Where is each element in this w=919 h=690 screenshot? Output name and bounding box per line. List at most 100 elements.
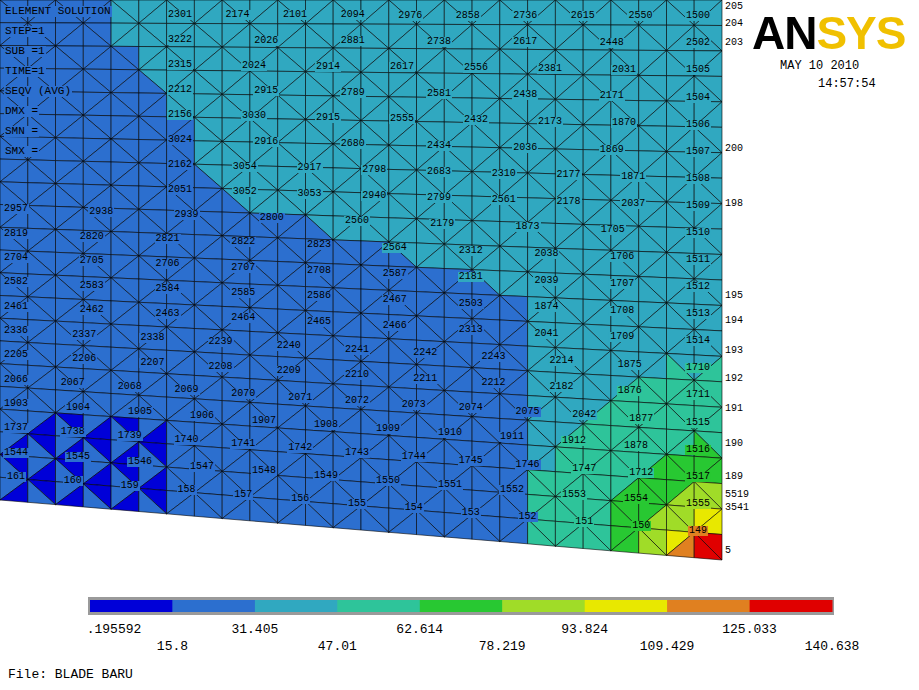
- mesh-element: [250, 0, 278, 24]
- mesh-element: [389, 48, 417, 73]
- mesh-element: [555, 25, 583, 50]
- mesh-element: [444, 342, 472, 368]
- mesh-element: [611, 50, 639, 75]
- mesh-element: [139, 23, 167, 46]
- mesh-element: [250, 0, 278, 24]
- mesh-element: [472, 515, 500, 542]
- mesh-element: [139, 140, 167, 163]
- element-number: 2156: [167, 110, 193, 120]
- mesh-element: [500, 99, 528, 124]
- mesh-element: [111, 23, 139, 46]
- element-number: 2038: [533, 249, 559, 259]
- element-number: 1877: [628, 414, 654, 424]
- mesh-element: [83, 161, 111, 185]
- mesh-element: [306, 72, 334, 96]
- legend-value: .195592: [87, 623, 142, 636]
- element-number: 2881: [340, 36, 366, 46]
- mesh-element: [111, 278, 139, 303]
- mesh-element: [528, 198, 556, 223]
- element-number: 2026: [253, 36, 279, 46]
- legend-swatch: [585, 600, 668, 612]
- element-number: 2381: [537, 64, 563, 74]
- mesh-element: [639, 377, 667, 404]
- mesh-element: [528, 519, 556, 546]
- mesh-element: [583, 351, 611, 376]
- mesh-element: [111, 163, 139, 186]
- mesh-element: [56, 46, 84, 69]
- mesh-element: [361, 506, 389, 532]
- element-number: 154: [404, 503, 424, 513]
- node-number: 204: [725, 19, 743, 29]
- element-number: 2561: [491, 195, 517, 205]
- element-number: 2031: [611, 65, 637, 75]
- mesh-element: [555, 324, 583, 349]
- mesh-element: [139, 374, 167, 397]
- mesh-element: [83, 161, 111, 185]
- element-number: 2461: [3, 302, 29, 312]
- mesh-element: [194, 305, 222, 330]
- element-number: 2207: [139, 358, 165, 368]
- mesh-element: [194, 47, 222, 71]
- element-number: 2820: [79, 232, 105, 242]
- mesh-element: [28, 251, 56, 275]
- color-bar-frame: [88, 597, 834, 615]
- plot-text: STEP=1: [4, 26, 46, 37]
- mesh-element: [139, 47, 167, 70]
- element-number: 1546: [127, 457, 153, 467]
- element-number: 2502: [685, 38, 711, 48]
- mesh-element: [56, 184, 84, 208]
- plot-text: SMN =: [4, 126, 39, 137]
- mesh-element: [639, 126, 667, 152]
- mesh-element: [583, 324, 611, 350]
- mesh-element: [472, 25, 500, 50]
- node-number: 3541: [725, 503, 749, 513]
- node-number: 195: [725, 291, 743, 301]
- mesh-element: [111, 70, 139, 93]
- mesh-element: [555, 75, 583, 100]
- mesh-element: [139, 488, 167, 514]
- mesh-element: [333, 288, 361, 313]
- mesh-element: [111, 232, 139, 256]
- mesh-element: [111, 139, 139, 163]
- plot-text: TIME=1: [4, 66, 46, 77]
- element-number: 153: [461, 508, 481, 518]
- mesh-element: [389, 48, 417, 73]
- mesh-element: [194, 164, 222, 188]
- element-number: 161: [6, 472, 26, 482]
- element-number: 157: [233, 490, 253, 500]
- mesh-element: [500, 99, 528, 124]
- element-number: 2564: [382, 243, 408, 253]
- element-number: 2463: [155, 309, 181, 319]
- mesh-element: [306, 215, 334, 240]
- mesh-element: [333, 288, 361, 313]
- plot-text: SMX =: [4, 146, 39, 157]
- element-number: 2072: [344, 396, 370, 406]
- legend-swatch: [90, 600, 173, 612]
- mesh-element: [278, 72, 306, 96]
- element-number: 1706: [609, 252, 635, 262]
- mesh-element: [222, 118, 250, 142]
- mesh-element: [555, 75, 583, 100]
- mesh-element: [306, 119, 334, 143]
- mesh-element: [194, 47, 222, 71]
- mesh-element: [611, 50, 639, 75]
- element-number: 2182: [549, 382, 575, 392]
- mesh-element: [194, 0, 222, 24]
- mesh-element: [56, 23, 84, 46]
- mesh-element: [250, 355, 278, 380]
- element-number: 2313: [458, 325, 484, 335]
- mesh-element: [444, 368, 472, 393]
- mesh-element: [56, 46, 84, 69]
- element-number: 159: [120, 481, 140, 491]
- mesh-element: [111, 116, 139, 139]
- mesh-element: [28, 160, 56, 184]
- element-number: 1908: [313, 420, 339, 430]
- mesh-element: [222, 450, 250, 474]
- mesh-element: [417, 49, 445, 73]
- mesh-element: [417, 98, 445, 122]
- element-number: 1500: [685, 11, 711, 21]
- element-number: 2556: [463, 63, 489, 73]
- mesh-element: [222, 24, 250, 48]
- mesh-element: [278, 285, 306, 310]
- element-number: 2171: [599, 91, 625, 101]
